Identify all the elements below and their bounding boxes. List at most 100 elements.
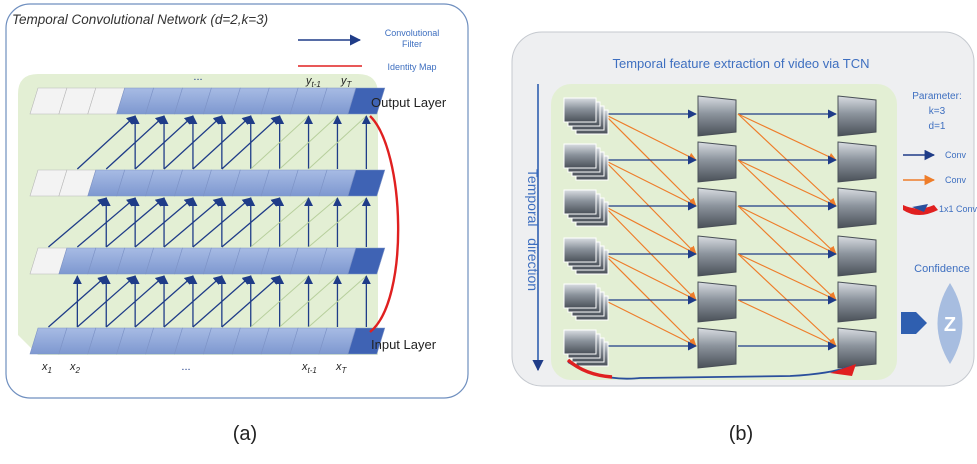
z-label: Z [944,314,956,336]
param-d: d=1 [929,121,946,132]
conv-arrow [308,197,367,248]
orange-conv-arrow [737,159,837,255]
identity-map-arc [369,115,400,333]
feature-frame [697,141,737,183]
panel-b-green-area [551,84,897,380]
confidence-lens [937,283,963,364]
x-1-label: x1 [41,361,52,375]
orange-conv-arrow [603,299,697,347]
panel-a: Temporal Convolutional Network (d=2,k=3)… [5,3,469,399]
orange-conv-arrow [603,113,697,161]
orange-conv-arrow [737,205,837,301]
conv-arrow [221,275,281,328]
video-frame [563,189,597,215]
video-frame [563,237,597,263]
output-arrow-shape [901,312,927,334]
orange-conv-arrow [603,159,697,207]
conv-arrow [76,115,136,170]
conv-arrow [279,275,338,328]
panel-a-green-area [18,74,378,355]
layer-cell [347,87,386,115]
x-t-1-label: xt-1 [301,361,317,375]
conv-arrow [221,197,281,248]
identity-1x1-head [830,364,856,376]
temporal-direction-label: Temporal direction [525,169,541,291]
orange-conv-arrow [737,205,837,255]
x-T-label: xT [335,361,348,375]
feature-frame [697,95,737,137]
conv-arrow [279,115,338,170]
conv-arrow [163,197,223,248]
orange-conv-arrow [603,159,697,255]
conv-arrow [192,115,252,170]
panel-b-title: Temporal feature extraction of video via… [613,56,870,71]
conv-arrow [105,197,165,248]
conv-arrow [279,197,338,248]
feature-frame [697,281,737,323]
layer-cell [347,169,386,197]
feature-frame [697,235,737,277]
orange-conv-arrow [603,205,697,301]
feature-frame [837,187,877,229]
y-t-1-label: yt-1 [305,75,321,89]
y-T-label: yT [340,75,353,89]
identity-1x1-arc-red [566,358,613,379]
caption-b: (b) [729,423,753,445]
orange-conv-arrow [737,299,837,347]
param-title: Parameter: [912,91,961,102]
conv-arrow [308,275,367,328]
conv-arrow [163,115,223,170]
orange-conv-arrow [737,113,837,161]
orange-conv-arrow [603,205,697,255]
top-dots: ... [193,71,202,83]
orange-conv-arrow [737,159,837,207]
conv-arrow [134,197,194,248]
conv-arrow [105,275,165,328]
conv-arrow [105,115,165,170]
conv-arrow [134,115,194,170]
video-frame [563,329,597,355]
legend-orange-conv-label: Conv [945,175,967,185]
orange-conv-arrow [737,253,837,301]
param-k: k=3 [929,106,946,117]
bottom-dots: ... [181,361,190,373]
video-frame [563,143,597,169]
legend-red-conv-label: 1x1 Conv [939,204,977,214]
x-2-label: x2 [69,361,81,375]
feature-frame [837,141,877,183]
feature-frame [837,281,877,323]
feature-frame [837,327,877,369]
layer-cells [29,87,386,355]
conv-arrow [48,275,107,328]
feature-frame [837,235,877,277]
feature-frame [697,327,737,369]
video-frames [563,95,877,369]
legend-red-conv-blue [912,204,928,212]
feature-frame [697,187,737,229]
layer-cell [347,247,386,275]
legend-blue-conv-label: Conv [945,150,967,160]
conv-arrow [308,115,367,170]
conv-arrow [250,275,309,328]
conv-arrow [192,275,252,328]
conv-arrow [134,275,194,328]
input-layer-label: Input Layer [371,337,437,352]
panel-b: Temporal feature extraction of video via… [511,31,977,387]
video-frame [563,97,597,123]
conv-arrows [48,115,371,328]
legend-conv-label-1: Convolutional [385,28,440,38]
orange-conv-arrow [603,253,697,301]
output-layer-label: Output Layer [371,95,447,110]
panel-a-title: Temporal Convolutional Network (d=2,k=3) [12,12,268,27]
video-frame [563,283,597,309]
conv-arrow [163,275,223,328]
conv-arrow [48,197,107,248]
confidence-label: Confidence [914,263,970,275]
conv-arrow [192,197,252,248]
feature-frame [837,95,877,137]
legend-identity-label: Identity Map [387,62,436,72]
video-conv-arrows [603,109,837,351]
legend-conv-label-2: Filter [402,39,422,49]
caption-a: (a) [233,423,257,445]
conv-arrow [250,115,309,170]
